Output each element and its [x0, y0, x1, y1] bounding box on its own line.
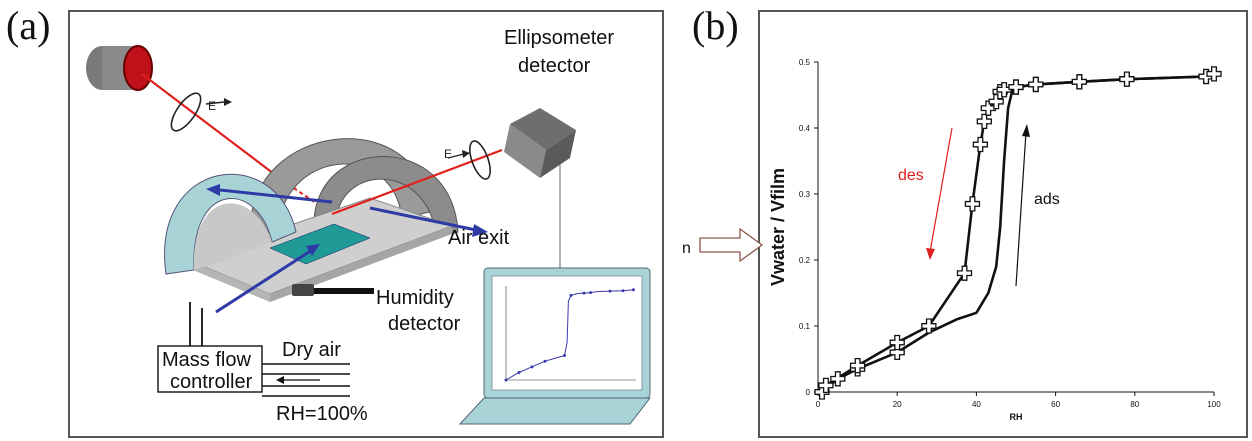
ellipsometer-label-1: Ellipsometer — [504, 27, 614, 49]
laptop — [458, 267, 652, 425]
y-tick-label: 0.1 — [799, 322, 811, 331]
inset-point — [563, 354, 566, 358]
data-point-des — [1071, 74, 1088, 90]
mass-flow-label-1: Mass flow — [162, 349, 251, 371]
support-arch — [164, 173, 297, 275]
x-axis-label: RH — [1010, 412, 1023, 422]
data-point-des — [972, 136, 989, 153]
laser-source — [86, 45, 153, 91]
data-point-des — [980, 100, 996, 116]
x-tick-label: 80 — [1130, 400, 1139, 409]
dry-air-lines — [262, 363, 350, 397]
inset-line — [505, 289, 634, 381]
ads-arrow-line — [1015, 131, 1027, 287]
e-field-label-1: E — [208, 99, 216, 113]
inset-point — [517, 370, 521, 374]
n-arrow — [699, 227, 764, 263]
inset-point — [631, 288, 635, 292]
chamber-base-front — [270, 226, 452, 302]
air-exit-label: Air exit — [448, 227, 510, 249]
panel-a-letter: (a) — [6, 3, 51, 48]
des-arrow-line — [929, 127, 953, 253]
inset-point — [530, 365, 534, 369]
humidity-detector-probe — [292, 284, 374, 296]
x-tick-label: 40 — [972, 400, 981, 409]
rh-label: RH=100% — [276, 403, 368, 425]
data-point-des — [956, 265, 973, 281]
n-label: n — [682, 240, 691, 257]
y-tick-label: 0 — [806, 388, 811, 397]
mass-flow-box — [157, 345, 263, 393]
laptop-inset-plot — [504, 286, 636, 382]
data-point-ads — [830, 371, 846, 387]
data-point-des — [818, 377, 834, 394]
reflected-beam — [331, 148, 503, 216]
incident-beam — [141, 73, 283, 181]
chart-series — [814, 66, 1222, 400]
mass-flow-label-2: controller — [170, 371, 253, 393]
ellipsometer-label-2: detector — [518, 55, 591, 77]
data-point-des — [996, 82, 1012, 98]
inset-point — [569, 293, 573, 297]
ellipsometer-detector-cube — [504, 108, 576, 178]
inset-point — [582, 291, 586, 295]
data-point-des — [1028, 76, 1044, 93]
polarization-ellipse-1 — [170, 92, 232, 132]
series-line-ads — [821, 75, 1207, 393]
ads-arrowhead — [1022, 124, 1030, 137]
data-point-des — [1119, 71, 1135, 87]
data-point-des — [1008, 79, 1024, 95]
data-point-des — [889, 334, 905, 351]
inset-point — [543, 359, 547, 363]
des-label: des — [898, 167, 924, 184]
laptop-keyboard — [458, 397, 652, 425]
data-point-des — [849, 357, 866, 374]
data-point-des — [1206, 66, 1222, 82]
inset-point — [589, 291, 592, 295]
support-arch-inner — [193, 203, 272, 270]
x-tick-label: 0 — [816, 400, 821, 409]
panel-a-setup-diagram: E E — [68, 10, 664, 438]
data-point-des — [921, 318, 937, 334]
y-tick-label: 0.5 — [799, 58, 811, 67]
goniometer-arch — [249, 138, 459, 239]
inset-point — [621, 289, 625, 293]
panel-b-letter: (b) — [692, 3, 739, 48]
setup-illustration: E E — [86, 27, 652, 425]
airflow-arrows — [206, 184, 488, 314]
des-arrowhead — [926, 248, 935, 260]
panel-b-chart-frame — [758, 10, 1248, 438]
y-axis-label: Vwater / Vfilm — [768, 168, 788, 286]
humidity-label-1: Humidity — [376, 287, 454, 309]
data-point-des — [964, 196, 981, 212]
data-point-des — [976, 113, 992, 130]
y-tick-label: 0.2 — [799, 256, 811, 265]
ads-label: ads — [1034, 191, 1060, 208]
x-tick-label: 60 — [1051, 400, 1060, 409]
dry-air-label: Dry air — [282, 339, 341, 361]
e-field-label-2: E — [444, 147, 452, 161]
x-tick-label: 100 — [1207, 400, 1221, 409]
inset-point — [504, 378, 508, 382]
inset-point — [608, 289, 612, 293]
chart-axes: 0 20 40 60 80 100 0 0.1 0.2 0.3 0.4 0.5 — [799, 58, 1221, 409]
polarization-ellipse-2 — [447, 140, 491, 180]
y-tick-label: 0.3 — [799, 190, 811, 199]
x-tick-label: 20 — [893, 400, 902, 409]
y-tick-label: 0.4 — [799, 124, 811, 133]
humidity-label-2: detector — [388, 313, 461, 335]
